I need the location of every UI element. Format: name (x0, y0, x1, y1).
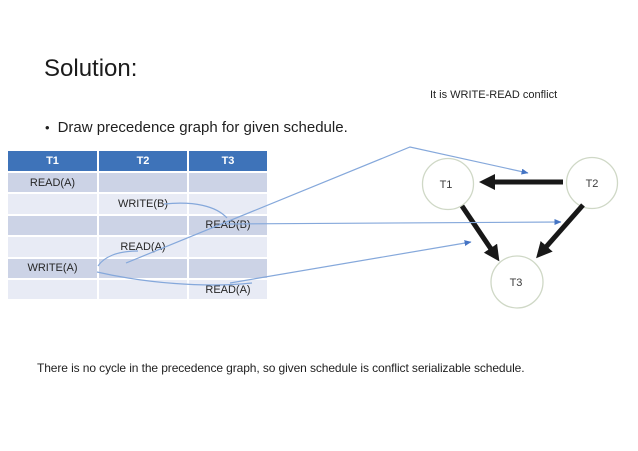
table-row: WRITE(B) (8, 193, 267, 216)
page-title: Solution: (44, 55, 138, 82)
connector-to-edge-t2-t3 (225, 219, 562, 226)
conflict-note: It is WRITE-READ conflict (430, 89, 558, 101)
node-label-t3: T3 (510, 277, 523, 289)
graph-node-t2 (565, 156, 619, 210)
empty-cell (8, 236, 99, 259)
bullet-item: • Draw precedence graph for given schedu… (45, 119, 348, 136)
empty-cell (8, 214, 99, 238)
col-header-t3: T3 (188, 151, 267, 173)
operation-cell: WRITE(B) (98, 193, 189, 216)
col-header-t2: T2 (98, 151, 189, 173)
bullet-marker: • (45, 120, 50, 135)
edge-t2-to-t3 (536, 203, 585, 259)
empty-cell (8, 193, 99, 216)
node-label-t2: T2 (586, 178, 599, 190)
bullet-text: Draw precedence graph for given schedule… (57, 119, 348, 136)
empty-cell (98, 278, 189, 302)
operation-cell: READ(A) (8, 172, 99, 195)
operation-cell: READ(A) (98, 236, 189, 259)
operation-cell: READ(B) (188, 214, 267, 238)
operation-cell: READ(A) (188, 278, 267, 302)
table-row: READ(A) (8, 236, 267, 259)
empty-cell (188, 172, 267, 195)
graph-node-t1 (421, 157, 475, 211)
col-header-t1: T1 (8, 151, 99, 173)
empty-cell (188, 236, 267, 259)
table-row: READ(B) (8, 214, 267, 238)
empty-cell (98, 257, 189, 280)
empty-cell (8, 278, 99, 302)
table-row: WRITE(A) (8, 257, 267, 280)
empty-cell (98, 214, 189, 238)
empty-cell (98, 172, 189, 195)
operation-cell: WRITE(A) (8, 257, 99, 280)
empty-cell (188, 257, 267, 280)
edge-t1-to-t3 (459, 204, 500, 262)
conclusion-text: There is no cycle in the precedence grap… (37, 361, 525, 375)
empty-cell (188, 193, 267, 216)
table-row: READ(A) (8, 278, 267, 302)
graph-node-t3 (490, 255, 544, 309)
table-row: READ(A) (8, 172, 267, 195)
node-label-t1: T1 (440, 179, 453, 191)
